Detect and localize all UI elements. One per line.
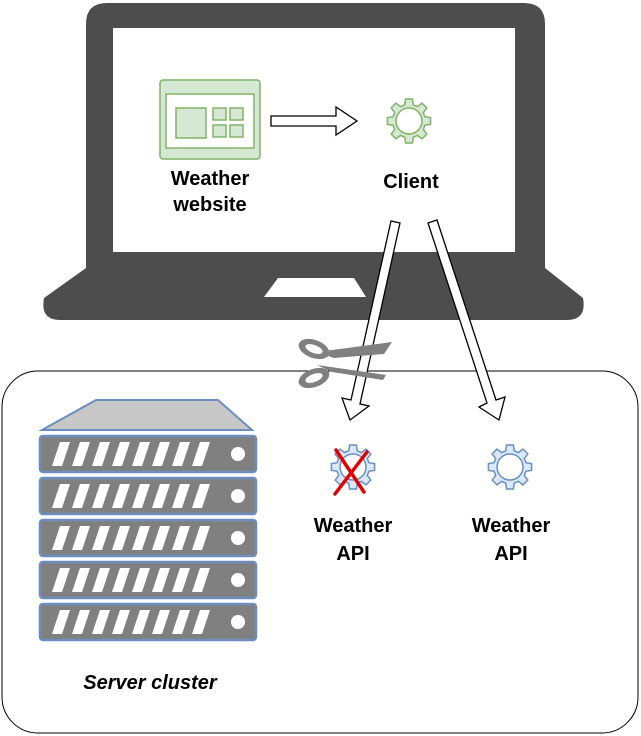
website-label-line2: website bbox=[172, 194, 246, 216]
working-api-label-line1: Weather bbox=[472, 515, 551, 537]
scissors-icon bbox=[298, 338, 392, 389]
broken-api-label-line1: Weather bbox=[314, 515, 393, 537]
server-cluster-label: Server cluster bbox=[83, 672, 218, 694]
arrow-website-to-client bbox=[270, 105, 359, 137]
broken-api-label-line2: API bbox=[336, 543, 369, 565]
working-api-label-line2: API bbox=[494, 543, 527, 565]
arrow-client-to-broken-api bbox=[340, 220, 401, 422]
arrow-client-to-working-api bbox=[427, 219, 506, 422]
client-label: Client bbox=[383, 171, 439, 193]
client-gear-icon bbox=[386, 98, 432, 144]
red-cross-icon bbox=[333, 448, 369, 496]
working-api-gear-icon bbox=[487, 444, 533, 490]
web-page-icon bbox=[159, 79, 261, 160]
server-rack-icon bbox=[38, 399, 258, 642]
website-label-line1: Weather bbox=[171, 168, 250, 190]
laptop-icon bbox=[43, 3, 584, 320]
laptop-touchpad bbox=[264, 278, 366, 297]
